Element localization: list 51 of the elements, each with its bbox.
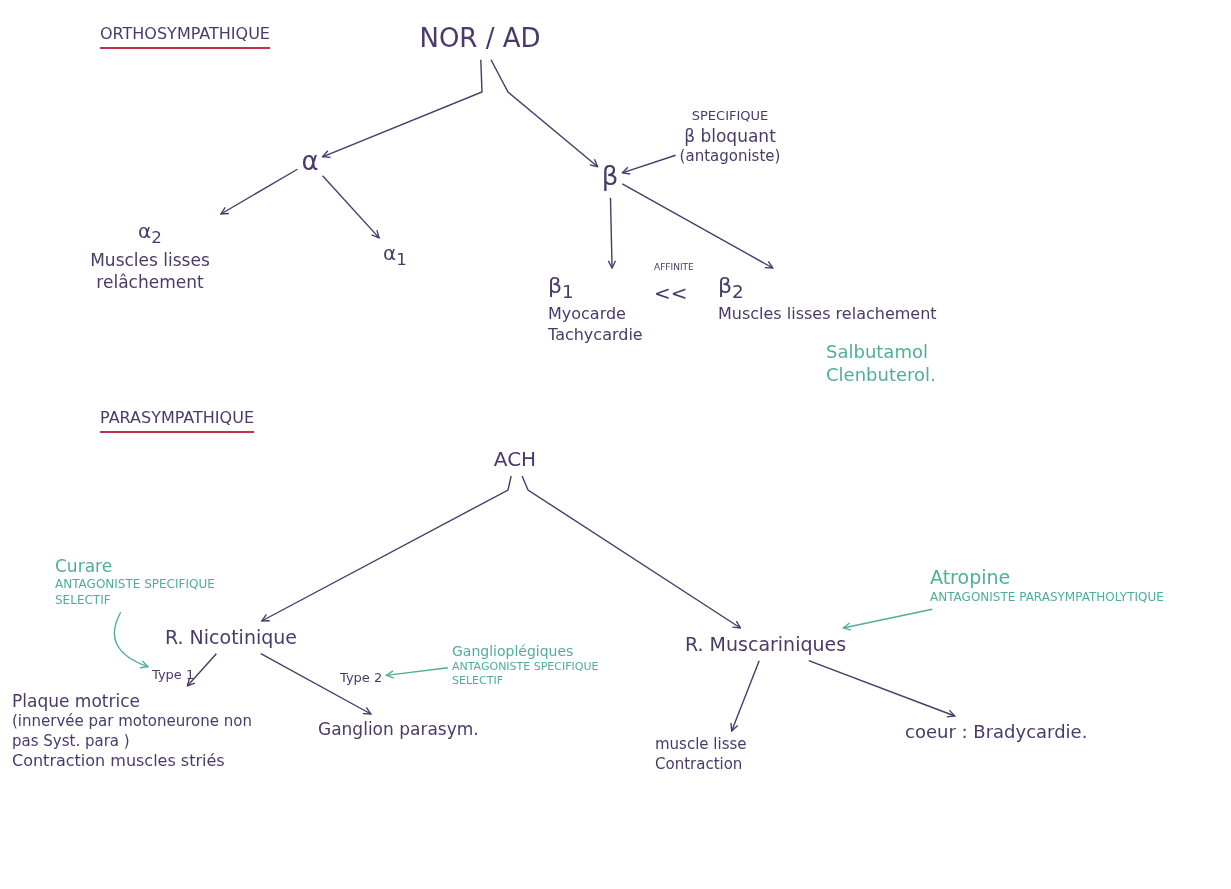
receptor-label: α$_{1}$ bbox=[383, 240, 407, 271]
effect-text: Contraction muscles striés bbox=[12, 751, 225, 772]
arrow bbox=[621, 154, 677, 175]
arrow bbox=[490, 59, 599, 168]
arrow bbox=[261, 475, 512, 622]
effect-text: Ganglion parasym. bbox=[318, 718, 479, 741]
arrow bbox=[321, 59, 483, 159]
neurotransmitter-label: NOR / AD bbox=[419, 22, 541, 55]
effect-text: muscle lisse Contraction bbox=[655, 735, 748, 774]
arrow bbox=[607, 197, 617, 269]
drug-class-text: SPECIFIQUE bbox=[691, 108, 769, 125]
effect-text: Muscles lisses relâchement bbox=[89, 248, 211, 293]
receptor-label: β$_{2}$ bbox=[718, 272, 744, 305]
arrow bbox=[321, 175, 380, 239]
drug-name: Salbutamol Clenbuterol. bbox=[826, 340, 937, 387]
effect-text: coeur : Bradycardie. bbox=[905, 720, 1088, 744]
arrow bbox=[385, 667, 449, 679]
arrow bbox=[521, 475, 742, 629]
arrow bbox=[113, 611, 149, 669]
neurotransmitter-label: ACH bbox=[493, 446, 537, 472]
arrow bbox=[260, 653, 372, 715]
drug-class-text: Ganglioplégiques bbox=[452, 642, 574, 661]
receptor-label: α bbox=[301, 145, 319, 178]
arrow bbox=[842, 608, 933, 631]
effect-text: Myocarde Tachycardie bbox=[548, 304, 644, 346]
type-label: Type 2 bbox=[340, 670, 383, 687]
arrow bbox=[220, 168, 299, 215]
arrow bbox=[730, 660, 760, 732]
receptor-label: α$_{2}$ bbox=[138, 218, 162, 249]
drug-class-text: ANTAGONISTE PARASYMPATHOLYTIQUE bbox=[930, 589, 1164, 606]
drug-name: Curare bbox=[55, 555, 113, 578]
section-heading: ORTHOSYMPATHIQUE bbox=[100, 24, 270, 49]
receptor-label: R. Nicotinique bbox=[165, 625, 297, 650]
arrow bbox=[186, 653, 218, 687]
receptor-label: β$_{1}$ bbox=[548, 272, 574, 305]
receptor-label: R. Muscariniques bbox=[685, 632, 847, 657]
drug-name: Atropine bbox=[930, 565, 1011, 590]
comparison-sign: << bbox=[654, 280, 688, 306]
receptor-label: β bbox=[601, 160, 619, 193]
section-heading: PARASYMPATHIQUE bbox=[100, 408, 254, 433]
arrow bbox=[808, 660, 956, 718]
effect-text: Plaque motrice bbox=[12, 690, 140, 713]
drug-class-text: ANTAGONISTE SPECIFIQUE SELECTIF bbox=[452, 660, 600, 689]
note-text: (antagoniste) bbox=[679, 147, 781, 167]
drug-class-text: β bloquant bbox=[684, 124, 776, 147]
effect-text: Muscles lisses relachement bbox=[718, 304, 937, 325]
arrow bbox=[621, 183, 774, 269]
type-label: Type 1 bbox=[152, 667, 195, 684]
drug-class-text: ANTAGONISTE SPECIFIQUE SELECTIF bbox=[55, 577, 216, 609]
note-text: (innervée par motoneurone non pas Syst. para ) bbox=[12, 712, 253, 752]
affinity-label: AFFINITE bbox=[654, 262, 694, 274]
